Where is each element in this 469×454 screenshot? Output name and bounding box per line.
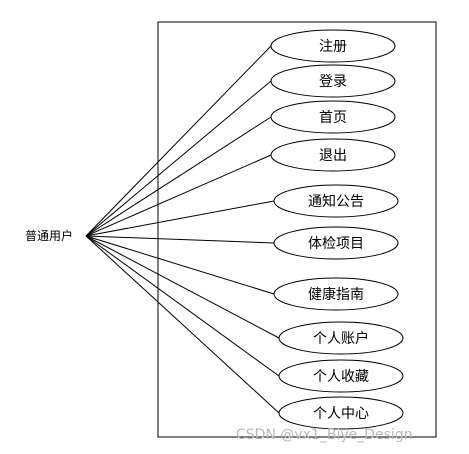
use-case-exam-items xyxy=(273,226,399,260)
use-case-label-health-guide: 健康指南 xyxy=(308,286,364,303)
use-case-user-center xyxy=(278,396,404,430)
association-line-logout xyxy=(85,154,272,237)
association-line-home xyxy=(85,116,272,237)
use-case-favorites xyxy=(278,359,404,393)
use-case-home xyxy=(270,100,396,134)
use-case-label-logout: 退出 xyxy=(319,148,347,164)
association-line-user-center xyxy=(85,235,280,414)
use-case-label-login: 登录 xyxy=(319,74,347,90)
system-boundary xyxy=(157,21,437,438)
use-case-label-exam-items: 体检项目 xyxy=(308,236,364,252)
use-case-label-account: 个人账户 xyxy=(313,330,369,347)
use-case-label-notice: 通知公告 xyxy=(308,193,364,210)
association-lines xyxy=(85,45,280,414)
association-line-health-guide xyxy=(85,235,275,295)
use-case-register xyxy=(270,29,396,63)
use-case-label-user-center: 个人中心 xyxy=(313,406,369,422)
use-case-login xyxy=(270,64,396,98)
association-line-register xyxy=(85,45,272,237)
association-line-notice xyxy=(85,200,275,237)
watermark-text: CSDN @vx1_Biye_Design xyxy=(236,427,413,443)
association-line-account xyxy=(85,235,280,339)
association-line-favorites xyxy=(85,235,280,377)
actor-label: 普通用户 xyxy=(25,228,73,243)
use-case-account xyxy=(278,321,404,355)
use-case-notice xyxy=(273,184,399,218)
use-case-label-home: 首页 xyxy=(319,110,347,126)
association-line-exam-items xyxy=(85,235,275,244)
use-case-label-register: 注册 xyxy=(319,39,347,55)
use-case-health-guide xyxy=(273,277,399,311)
use-case-label-favorites: 个人收藏 xyxy=(313,369,369,385)
association-line-login xyxy=(85,80,272,237)
use-case-logout xyxy=(270,138,396,172)
